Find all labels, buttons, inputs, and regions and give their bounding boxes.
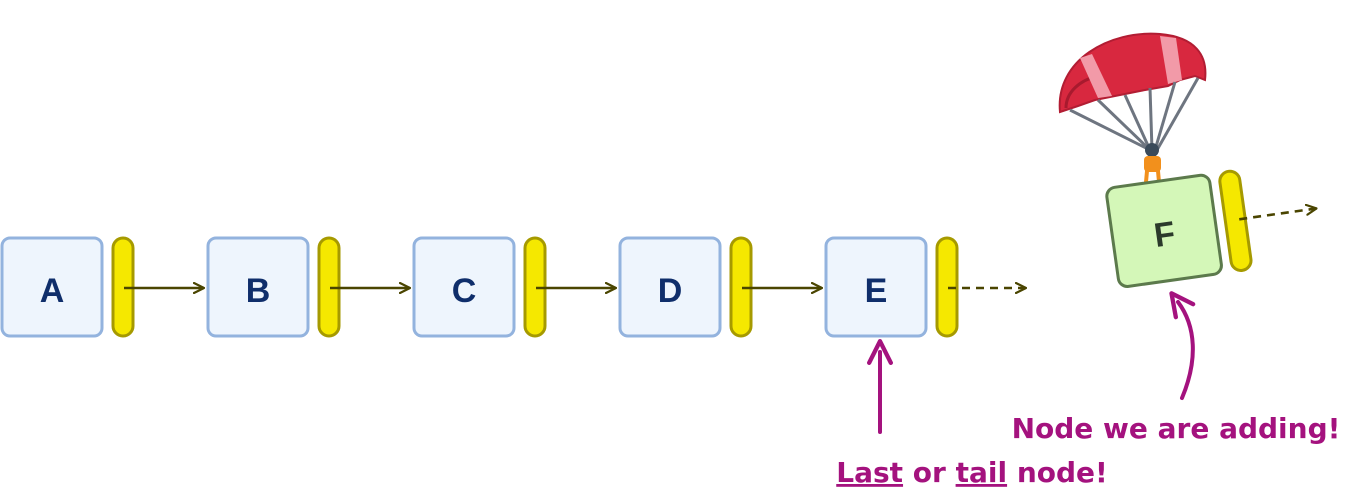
adding-annotation: Node we are adding! bbox=[1012, 291, 1341, 445]
node-e-box bbox=[824, 236, 928, 338]
node-b: B bbox=[206, 236, 341, 338]
node-e-pointer bbox=[935, 236, 959, 338]
node-c: C bbox=[412, 236, 547, 338]
node-d: D bbox=[618, 236, 753, 338]
tail-word-tail: tail bbox=[956, 456, 1007, 489]
adding-annotation-text: Node we are adding! bbox=[1012, 412, 1341, 445]
node-b-label: B bbox=[246, 272, 271, 310]
tail-word-rest: node! bbox=[1007, 456, 1108, 489]
node-e: E bbox=[824, 236, 959, 338]
node-c-label: C bbox=[452, 272, 477, 310]
list-chain: A B C D E bbox=[0, 236, 1026, 338]
node-e-label: E bbox=[865, 272, 888, 310]
node-f: F bbox=[1105, 169, 1324, 288]
node-d-label: D bbox=[658, 272, 683, 310]
new-node-group: F bbox=[1058, 32, 1324, 288]
tail-annotation: Last or tail node! bbox=[768, 339, 1157, 489]
node-a-box bbox=[0, 236, 104, 338]
node-a-label: A bbox=[40, 272, 65, 310]
node-b-box bbox=[206, 236, 310, 338]
parachute-icon bbox=[1058, 32, 1207, 184]
tail-word-or: or bbox=[903, 456, 956, 489]
tail-word-last: Last bbox=[836, 456, 903, 489]
node-a: A bbox=[0, 236, 135, 338]
node-c-box bbox=[412, 236, 516, 338]
node-f-box bbox=[1105, 173, 1223, 288]
adding-annotation-arrow bbox=[1169, 291, 1196, 400]
arrow-f-dashed bbox=[1239, 208, 1316, 221]
node-d-box bbox=[618, 236, 722, 338]
tail-annotation-text: Last or tail node! bbox=[768, 456, 1157, 489]
node-f-pointer bbox=[1218, 169, 1253, 272]
